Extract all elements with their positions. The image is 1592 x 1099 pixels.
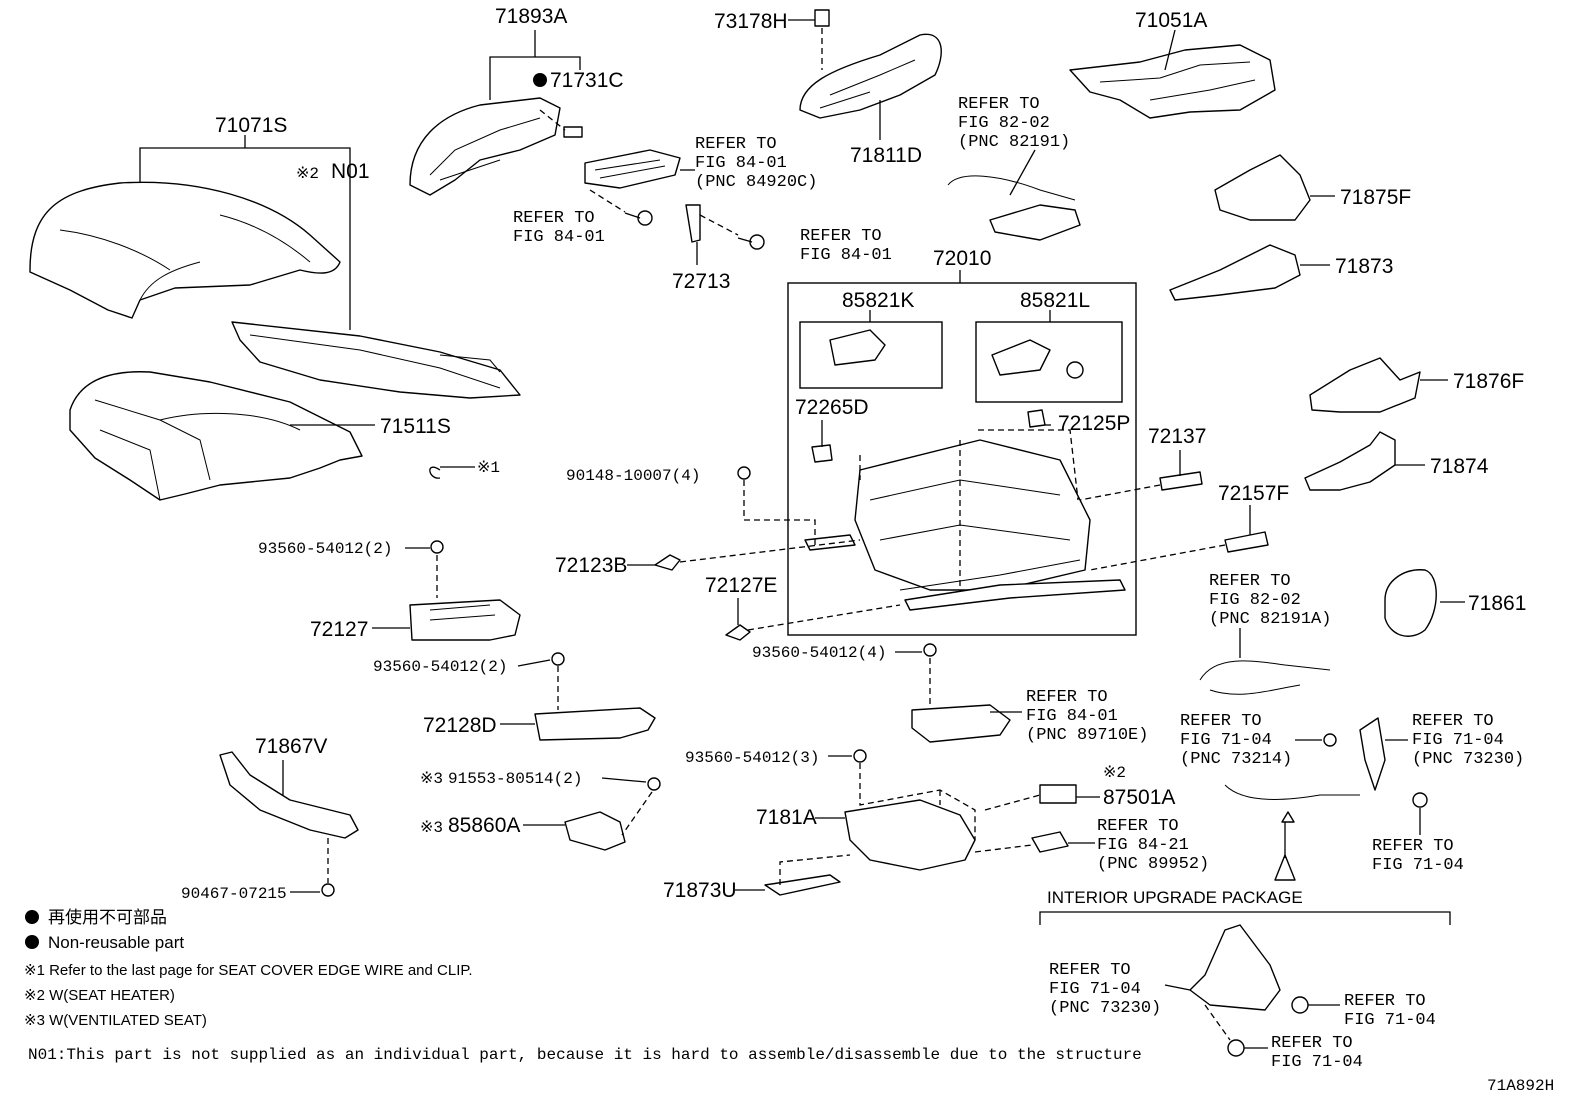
legend-dot-jp xyxy=(25,910,39,924)
interior-upgrade-package-label: INTERIOR UPGRADE PACKAGE xyxy=(1047,888,1303,907)
cap-71861-drawing xyxy=(1384,569,1437,637)
label-72265D: 72265D xyxy=(795,396,869,419)
label-x2-87501A-mark: ※2 xyxy=(1103,764,1126,782)
legend-en: Non-reusable part xyxy=(48,933,184,952)
label-71893A: 71893A xyxy=(495,5,567,28)
legend-n01-note: N01:This part is not supplied as an indi… xyxy=(28,1046,1142,1064)
trim-strip-drawing xyxy=(219,751,359,897)
label-71811D: 71811D xyxy=(850,144,922,167)
label-93560-54012-d: 93560-54012(3) xyxy=(685,749,819,767)
label-71874: 71874 xyxy=(1430,455,1489,478)
label-87501A: 87501A xyxy=(1103,786,1175,809)
bracket-72713-drawing xyxy=(685,204,701,243)
seat-heater-mat-drawing xyxy=(231,321,521,399)
non-reusable-marker xyxy=(533,73,547,87)
label-90467-07215: 90467-07215 xyxy=(181,885,287,903)
label-71876F: 71876F xyxy=(1453,370,1524,393)
label-72127: 72127 xyxy=(310,618,368,641)
label-72123B: 72123B xyxy=(555,554,627,577)
harness-upgrade-drawings xyxy=(1199,660,1428,881)
label-72137: 72137 xyxy=(1148,425,1206,448)
lower-cover-drawings xyxy=(409,466,937,763)
legend-jp: 再使用不可部品 xyxy=(48,907,167,927)
legend-dot-en xyxy=(25,935,39,949)
label-71511S: 71511S xyxy=(380,415,451,438)
label-85821L: 85821L xyxy=(1020,289,1090,312)
seat-adjuster-drawing xyxy=(804,439,1126,611)
label-x3-mark-b: ※3 xyxy=(420,819,443,837)
label-N01: N01 xyxy=(331,160,370,183)
label-72157F: 72157F xyxy=(1218,482,1289,505)
label-93560-54012-a: 93560-54012(2) xyxy=(258,540,392,558)
label-72125P: 72125P xyxy=(1058,412,1130,435)
label-93560-54012-c: 93560-54012(4) xyxy=(752,644,886,662)
label-91553-80514: 91553-80514(2) xyxy=(448,770,582,788)
label-93560-54012-b: 93560-54012(2) xyxy=(373,658,507,676)
label-71051A: 71051A xyxy=(1135,9,1207,32)
bolt-drawings-top xyxy=(624,210,765,250)
seatback-panel-drawing xyxy=(409,97,583,196)
label-71875F: 71875F xyxy=(1340,186,1411,209)
label-7181A: 7181A xyxy=(756,806,817,829)
label-85860A: 85860A xyxy=(448,814,520,837)
label-71861: 71861 xyxy=(1468,592,1526,615)
seat-cushion-pad-drawing xyxy=(69,371,363,501)
fan-85860A-drawing xyxy=(564,777,661,851)
motor-drawings xyxy=(829,329,1084,379)
label-72127E: 72127E xyxy=(705,574,777,597)
label-73178H: 73178H xyxy=(714,10,788,33)
label-71071S: 71071S xyxy=(215,114,287,137)
leader-lines xyxy=(139,19,1465,1049)
legend-note1: ※1 Refer to the last page for SEAT COVER… xyxy=(24,962,473,979)
label-71867V: 71867V xyxy=(255,735,327,758)
seat-side-cover-drawings xyxy=(1169,154,1421,491)
label-85821K: 85821K xyxy=(842,289,914,312)
label-72128D: 72128D xyxy=(423,714,497,737)
label-x2-n01-mark: ※2 xyxy=(296,165,319,183)
label-71731C: 71731C xyxy=(550,69,624,92)
lower-bracket-drawings xyxy=(764,784,1077,896)
label-72713: 72713 xyxy=(672,270,730,293)
wire-harness-82191-drawing xyxy=(947,175,1081,241)
legend: 再使用不可部品 Non-reusable part ※1 Refer to th… xyxy=(24,907,1142,1064)
label-90148-10007: 90148-10007(4) xyxy=(566,467,700,485)
label-x3-mark-a: ※3 xyxy=(420,770,443,788)
label-71873: 71873 xyxy=(1335,255,1393,278)
ecu-drawing xyxy=(911,704,1011,743)
switch-module-drawing xyxy=(584,149,681,189)
label-x1-mark: ※1 xyxy=(477,459,500,477)
seat-cushion-cover-drawing xyxy=(29,181,341,319)
clip-drawings xyxy=(654,409,1269,641)
legend-note3: ※3 W(VENTILATED SEAT) xyxy=(24,1012,207,1029)
label-72010: 72010 xyxy=(933,247,991,270)
part-labels: 71893A 71731C 73178H 71051A 71071S ※2 N0… xyxy=(181,5,1526,903)
legend-note2: ※2 W(SEAT HEATER) xyxy=(24,987,175,1004)
side-cover-drawing xyxy=(799,9,942,119)
figure-id: 71A892H xyxy=(1487,1077,1554,1095)
seat-frame-71051A-drawing xyxy=(1069,44,1276,119)
label-71873U: 71873U xyxy=(663,879,737,902)
